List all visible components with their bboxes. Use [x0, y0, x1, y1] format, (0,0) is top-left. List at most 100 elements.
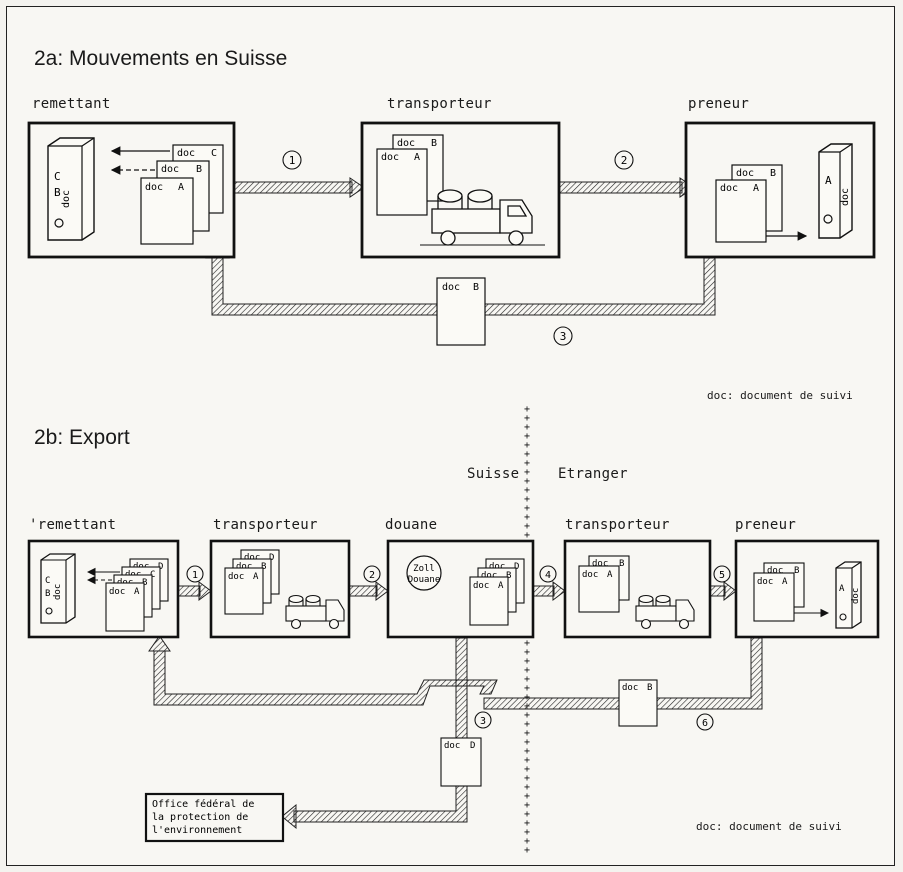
border-plus-mark: +: [524, 521, 530, 532]
svg-text:C: C: [45, 576, 50, 586]
border-plus-mark: +: [524, 467, 530, 478]
truck-icon: [285, 594, 345, 630]
svg-text:B: B: [196, 164, 202, 175]
svg-text:5: 5: [719, 570, 725, 581]
step-badge-2a-1: 1: [282, 150, 302, 170]
svg-text:doc: doc: [442, 282, 460, 293]
svg-text:l'environnement: l'environnement: [152, 825, 242, 836]
customs-stamp-icon: Zoll Douane: [406, 555, 442, 591]
svg-text:doc: doc: [236, 562, 252, 572]
border-plus-mark: +: [524, 431, 530, 442]
svg-text:A: A: [253, 572, 259, 582]
svg-text:C: C: [211, 148, 217, 159]
svg-text:A: A: [839, 584, 845, 594]
border-plus-mark: +: [524, 458, 530, 469]
region-switzerland-label: Suisse: [467, 466, 520, 482]
border-plus-mark: +: [524, 755, 530, 766]
svg-text:doc: doc: [473, 581, 489, 591]
binder-icon: A doc: [818, 143, 853, 239]
binder-icon: C B doc: [40, 553, 76, 624]
federal-office-box: Office fédéral de la protection de l'env…: [144, 792, 285, 843]
svg-text:B: B: [473, 282, 479, 293]
flow-arrow-2b-to-office: [281, 637, 468, 830]
svg-text:doc: doc: [840, 188, 851, 206]
svg-text:doc: doc: [381, 152, 399, 163]
border-plus-mark: +: [524, 512, 530, 523]
doc-stack-sender-2b: doc D doc C doc B doc A: [105, 558, 169, 632]
border-plus-mark: +: [524, 791, 530, 802]
step-badge-2b-4: 4: [539, 565, 557, 583]
svg-text:A: A: [825, 174, 832, 187]
customs-box-2b: [386, 539, 535, 639]
svg-text:B: B: [142, 578, 147, 588]
border-plus-mark: +: [524, 449, 530, 460]
svg-text:A: A: [178, 182, 184, 193]
flow-arrow-2a-step1: [233, 177, 365, 198]
section-2a-title: 2a: Mouvements en Suisse: [34, 47, 288, 70]
border-plus-mark: +: [524, 827, 530, 838]
border-plus-mark: +: [524, 485, 530, 496]
svg-text:doc: doc: [592, 559, 608, 569]
customs-label-2b: douane: [385, 517, 438, 533]
border-plus-mark: +: [524, 647, 530, 658]
doc-stack-carrier1-2b: doc D doc B doc A: [224, 549, 280, 615]
border-line: +++++++++++++++++++++++++++++++++++++++: [524, 404, 530, 856]
svg-text:Douane: Douane: [408, 575, 441, 585]
svg-text:doc: doc: [397, 138, 415, 149]
svg-text:doc: doc: [145, 182, 163, 193]
svg-text:Zoll: Zoll: [413, 564, 435, 574]
svg-text:D: D: [514, 562, 519, 572]
svg-text:doc: doc: [767, 566, 783, 576]
svg-text:A: A: [782, 577, 788, 587]
svg-text:doc: doc: [757, 577, 773, 587]
truck-icon: [420, 189, 545, 246]
svg-text:Office fédéral de: Office fédéral de: [152, 798, 254, 810]
carrier2-label-2b: transporteur: [565, 517, 670, 533]
svg-text:B: B: [794, 566, 799, 576]
border-plus-mark: +: [524, 782, 530, 793]
border-plus-mark: +: [524, 764, 530, 775]
doc-stack-receiver-2b: doc B doc A: [753, 562, 805, 622]
border-plus-mark: +: [524, 656, 530, 667]
border-plus-mark: +: [524, 719, 530, 730]
svg-text:doc: doc: [622, 683, 638, 693]
svg-text:D: D: [158, 562, 163, 572]
sender-label-2a: remettant: [32, 96, 111, 112]
border-plus-mark: +: [524, 773, 530, 784]
border-plus-mark: +: [524, 530, 530, 541]
svg-text:la protection de: la protection de: [152, 812, 248, 823]
svg-text:2: 2: [621, 154, 628, 167]
border-plus-mark: +: [524, 818, 530, 829]
svg-text:C: C: [54, 170, 61, 183]
svg-text:D: D: [470, 741, 475, 751]
svg-text:doc: doc: [489, 562, 505, 572]
svg-text:doc: doc: [851, 588, 861, 604]
carrier1-label-2b: transporteur: [213, 517, 318, 533]
svg-text:B: B: [54, 186, 61, 199]
border-plus-mark: +: [524, 422, 530, 433]
svg-text:A: A: [498, 581, 504, 591]
border-plus-mark: +: [524, 800, 530, 811]
legend-2a: doc: document de suivi: [707, 389, 853, 402]
border-plus-mark: +: [524, 728, 530, 739]
doc-d-to-office: doc D: [440, 737, 482, 787]
border-plus-mark: +: [524, 476, 530, 487]
svg-text:D: D: [269, 553, 274, 563]
svg-text:1: 1: [289, 154, 296, 167]
svg-text:doc: doc: [244, 553, 260, 563]
doc-b-return-2b: doc B: [618, 679, 658, 727]
svg-text:6: 6: [702, 718, 708, 729]
svg-text:4: 4: [545, 570, 551, 581]
receiver-label-2a: preneur: [688, 96, 750, 112]
step-badge-2b-2: 2: [363, 565, 381, 583]
legend-2b: doc: document de suivi: [696, 820, 842, 833]
svg-text:B: B: [45, 589, 50, 599]
flow-arrow-2b-return-to-sender: [148, 635, 498, 706]
svg-text:B: B: [431, 138, 437, 149]
section-2b-title: 2b: Export: [34, 426, 130, 449]
svg-text:B: B: [619, 559, 624, 569]
sender-label-2b: 'remettant: [29, 517, 117, 533]
border-plus-mark: +: [524, 845, 530, 856]
border-plus-mark: +: [524, 503, 530, 514]
svg-text:doc: doc: [481, 571, 497, 581]
